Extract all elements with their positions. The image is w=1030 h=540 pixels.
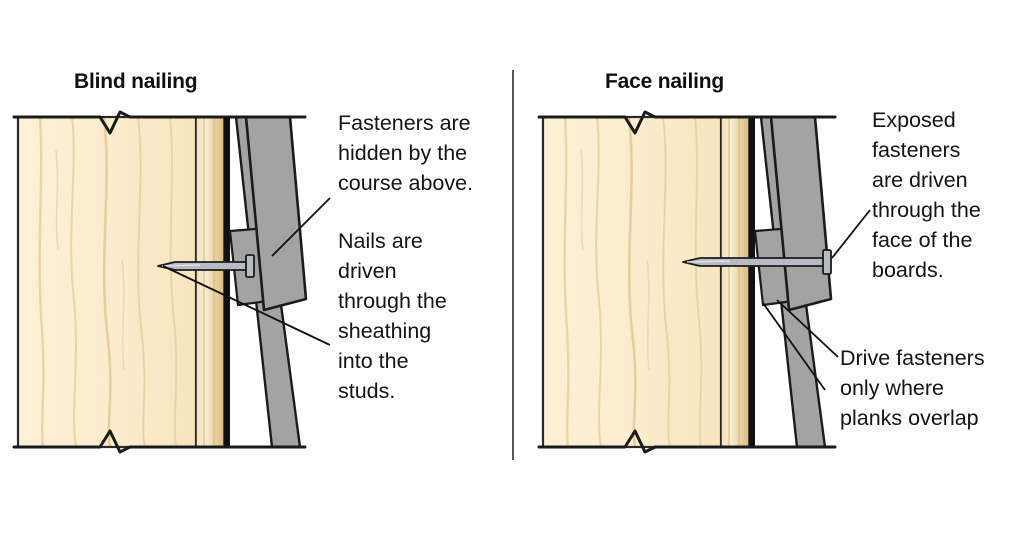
break-symbol-top [12, 110, 307, 135]
callout-face-drive-where-overlap: Drive fasteners only where planks overla… [840, 346, 985, 430]
wall-stud [541, 115, 723, 449]
panel-title-blind-nailing: Blind nailing [74, 70, 198, 93]
building-paper [224, 117, 230, 447]
nail [157, 254, 255, 278]
break-symbol-bottom [537, 429, 837, 454]
break-symbol-top [537, 110, 837, 135]
callout-face-exposed-fasteners: Exposed fasteners are driven through the… [872, 108, 981, 282]
nail-head [245, 254, 255, 278]
nail [682, 249, 832, 275]
break-symbol-bottom [12, 429, 307, 454]
leader-line-face-top [831, 209, 871, 259]
face-nailing-illustration [537, 110, 871, 454]
wall-stud [16, 115, 198, 449]
panel-divider [512, 70, 514, 460]
wall-sheathing [720, 116, 750, 448]
leader-line-face-bottom [776, 299, 839, 358]
leader-line-blind-top [271, 197, 331, 257]
callout-blind-nails-driven: Nails are driven through the sheathing i… [338, 229, 447, 403]
panel-title-face-nailing: Face nailing [605, 70, 724, 93]
building-paper [749, 117, 755, 447]
blind-nailing-illustration [12, 110, 331, 454]
nail-head [822, 249, 832, 275]
leader-line-blind-bottom [162, 265, 331, 346]
callout-blind-fasteners-hidden: Fasteners are hidden by the course above… [338, 111, 474, 195]
leader-line-face-bottom-2 [762, 302, 826, 391]
wall-sheathing [195, 116, 225, 448]
